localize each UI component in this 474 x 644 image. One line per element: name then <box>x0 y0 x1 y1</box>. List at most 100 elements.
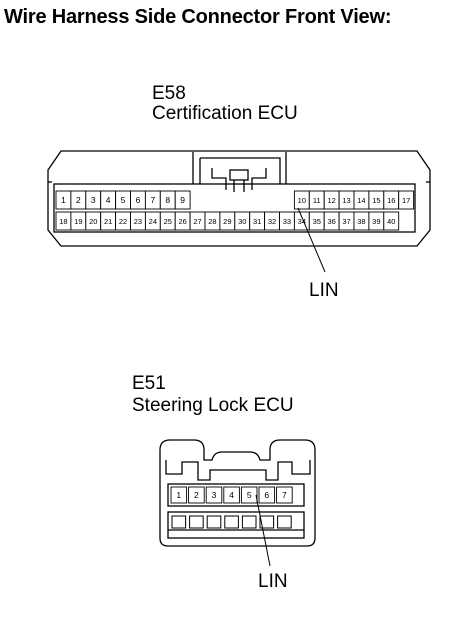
pin-number: 20 <box>89 217 97 226</box>
pin-e58-39: 39 <box>368 211 385 231</box>
pin-e58-28: 28 <box>204 211 221 231</box>
pin-number: 7 <box>282 490 287 500</box>
pin-number: 8 <box>165 195 170 205</box>
pin-e58-40: 40 <box>383 211 400 231</box>
pin-e58-17: 17 <box>398 190 415 210</box>
pin-number: 3 <box>91 195 96 205</box>
slot <box>241 515 257 529</box>
slot <box>259 515 275 529</box>
pin-number: 31 <box>253 217 261 226</box>
pin-number: 5 <box>121 195 126 205</box>
pin-number: 35 <box>313 217 321 226</box>
pin-number: 23 <box>134 217 142 226</box>
pin-number: 38 <box>357 217 365 226</box>
pin-number: 16 <box>387 196 395 205</box>
pin-e51-1: 1 <box>170 486 188 504</box>
pin-number: 6 <box>264 490 269 500</box>
pin-e58-19: 19 <box>70 211 87 231</box>
pin-e51-6: 6 <box>258 486 276 504</box>
connector-e51 <box>159 439 316 547</box>
pin-e58-9: 9 <box>174 190 191 210</box>
pin-e58-37: 37 <box>338 211 355 231</box>
pin-number: 1 <box>176 490 181 500</box>
pin-e51-4: 4 <box>223 486 240 504</box>
pin-e58-16: 16 <box>383 190 400 210</box>
pin-number: 19 <box>74 217 82 226</box>
pin-e58-8: 8 <box>159 190 176 210</box>
pin-grid-e51: 1 2 3 4 5 6 7 <box>170 486 293 504</box>
pin-e58-3: 3 <box>85 190 102 210</box>
pin-number: 7 <box>150 195 155 205</box>
pin-number: 5 <box>247 490 252 500</box>
pin-number: 12 <box>327 196 335 205</box>
pin-number: 32 <box>268 217 276 226</box>
pin-e58-12: 12 <box>323 190 340 210</box>
pin-number: 37 <box>342 217 350 226</box>
pin-e58-1: 1 <box>55 190 72 210</box>
connector-name-e58: Certification ECU <box>152 103 298 124</box>
pin-number: 3 <box>212 490 217 500</box>
connector-code-e51: E51 <box>132 373 166 394</box>
pin-number: 14 <box>357 196 365 205</box>
pin-e58-6: 6 <box>130 190 146 210</box>
pin-e58-18: 18 <box>55 211 72 231</box>
pin-e58-34: 34 <box>293 211 310 231</box>
slot <box>277 515 292 529</box>
pin-e58-38: 38 <box>353 211 370 231</box>
pin-e58-24: 24 <box>144 211 161 231</box>
slot <box>206 515 222 529</box>
bottom-slots-e51 <box>171 515 292 529</box>
pin-number: 2 <box>76 195 81 205</box>
lin-label-e58: LIN <box>309 280 339 301</box>
pin-number: 9 <box>180 195 185 205</box>
pin-number: 13 <box>342 196 350 205</box>
pin-e58-23: 23 <box>130 211 146 231</box>
pin-number: 4 <box>106 195 111 205</box>
pin-e51-7: 7 <box>276 486 293 504</box>
pin-number: 15 <box>372 196 380 205</box>
pin-e58-36: 36 <box>323 211 340 231</box>
pin-e58-20: 20 <box>85 211 102 231</box>
pin-e58-4: 4 <box>100 190 117 210</box>
pin-e58-14: 14 <box>353 190 370 210</box>
pin-number: 1 <box>61 195 66 205</box>
pin-number: 25 <box>164 217 172 226</box>
pin-e58-21: 21 <box>100 211 117 231</box>
slot <box>171 515 187 529</box>
pin-e58-33: 33 <box>279 211 295 231</box>
pin-number: 26 <box>178 217 186 226</box>
pin-e58-2: 2 <box>70 190 87 210</box>
pin-number: 21 <box>104 217 112 226</box>
pin-number: 2 <box>194 490 199 500</box>
lin-label-e51: LIN <box>258 571 288 592</box>
lin-leader-e58 <box>297 207 326 273</box>
pin-e58-15: 15 <box>368 190 385 210</box>
pin-e51-2: 2 <box>188 486 205 504</box>
pin-e58-10: 10 <box>293 190 310 210</box>
pin-number: 40 <box>387 217 395 226</box>
pin-number: 39 <box>372 217 380 226</box>
pin-number: 11 <box>313 196 321 205</box>
pin-number: 24 <box>149 217 157 226</box>
pin-number: 28 <box>208 217 216 226</box>
pin-e58-30: 30 <box>234 211 251 231</box>
pin-e58-7: 7 <box>144 190 161 210</box>
pin-number: 6 <box>136 195 141 205</box>
pin-number: 30 <box>238 217 246 226</box>
pin-e58-27: 27 <box>189 211 206 231</box>
pin-number: 4 <box>229 490 234 500</box>
pin-e51-5: 5 <box>240 486 258 504</box>
pin-e58-26: 26 <box>174 211 191 231</box>
lin-leader-e51 <box>255 494 271 567</box>
pin-number: 10 <box>298 196 306 205</box>
pin-number: 18 <box>59 217 67 226</box>
pin-e58-29: 29 <box>219 211 236 231</box>
pin-e58-13: 13 <box>338 190 355 210</box>
pin-number: 29 <box>223 217 231 226</box>
pin-e58-32: 32 <box>264 211 280 231</box>
connector-name-e51: Steering Lock ECU <box>132 395 294 416</box>
pin-e58-35: 35 <box>308 211 325 231</box>
pin-e58-25: 25 <box>159 211 176 231</box>
